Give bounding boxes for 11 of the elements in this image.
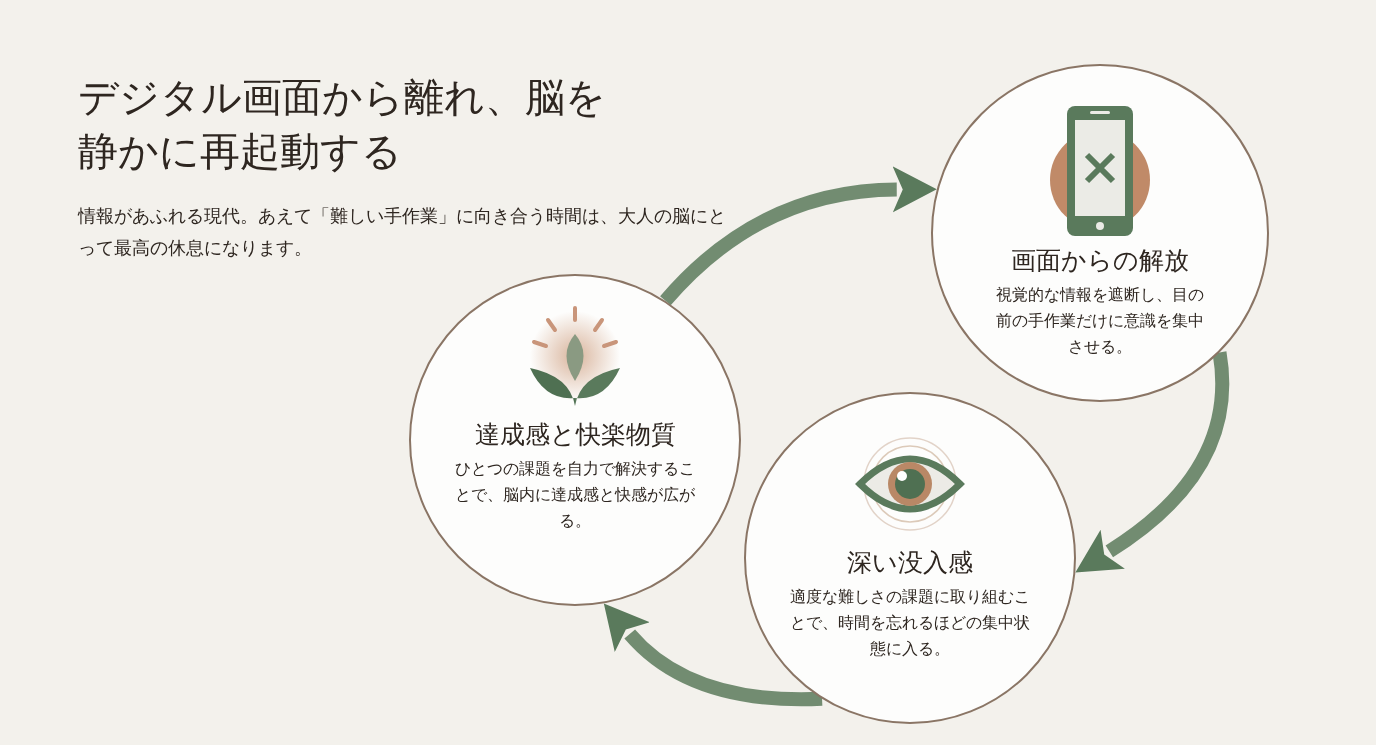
curved-arrow: [660, 166, 937, 306]
step-heading: 画面からの解放: [1010, 245, 1190, 277]
step-description: 視覚的な情報を遮断し、目の前の手作業だけに意識を集中させる。: [995, 284, 1205, 358]
step-description: ひとつの課題を自力で解決することで、脳内に達成感と快感が広がる。: [455, 458, 695, 532]
step-heading: 達成感と快楽物質: [473, 419, 677, 451]
title: デジタル画面から離れ、脳を静かに再起動する: [78, 73, 607, 176]
step-heading: 深い没入感: [846, 547, 974, 579]
step-description: 適度な難しさの課題に取り組むことで、時間を忘れるほどの集中状態に入る。: [789, 586, 1031, 660]
curved-arrow: [1076, 351, 1230, 574]
lead-text: 情報があふれる現代。あえて「難しい手作業」に向き合う時間は、大人の脳にとって最高の休息になります。: [78, 204, 727, 260]
curved-arrow: [602, 604, 823, 707]
